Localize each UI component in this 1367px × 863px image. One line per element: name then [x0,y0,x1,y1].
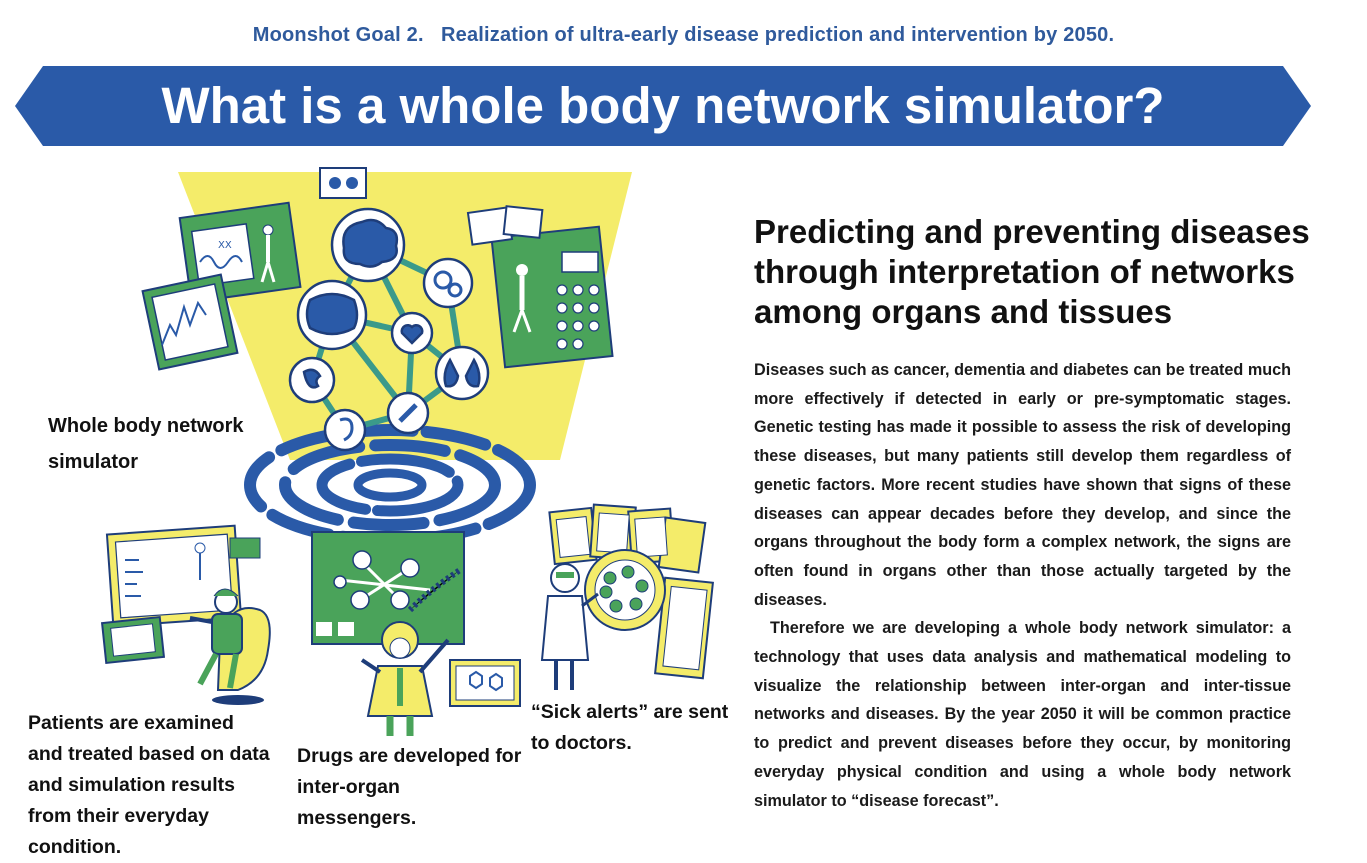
goal-subtitle: Moonshot Goal 2. Realization of ultra-ea… [252,24,1115,46]
keypad-panel-right [490,225,614,369]
page-title: What is a whole body network simulator? [161,77,1165,134]
caption-drugs: Drugs are developed for inter-organ mess… [297,745,522,829]
stomach-icon [422,257,474,309]
brain-icon [330,207,406,283]
bone-icon [386,391,430,435]
drug-scene [311,531,521,736]
lungs-icon [434,345,490,401]
illustration: XX [0,160,730,850]
ear-icon [323,408,367,452]
heart-icon [390,311,434,355]
graph-panel-left [141,273,239,371]
caption-patients: Patients are examined and treated based … [28,712,270,858]
article-body: Diseases such as cancer, dementia and di… [754,356,1291,815]
doctor-scene [540,503,714,690]
small-window-icons [319,167,544,246]
caption-alerts: “Sick alerts” are sent to doctors. [531,701,729,754]
title-banner: What is a whole body network simulator? [15,66,1311,146]
paragraph-1: Diseases such as cancer, dementia and di… [754,361,1291,609]
kidney-icon [288,356,336,404]
patient-scene [100,524,271,705]
screen-label: XX [218,240,232,251]
article-heading: Predicting and preventing diseases throu… [754,213,1310,330]
intestine-icon [296,279,368,351]
paragraph-2: Therefore we are developing a whole body… [754,619,1291,810]
caption-simulator: Whole body network simulator [48,415,244,473]
